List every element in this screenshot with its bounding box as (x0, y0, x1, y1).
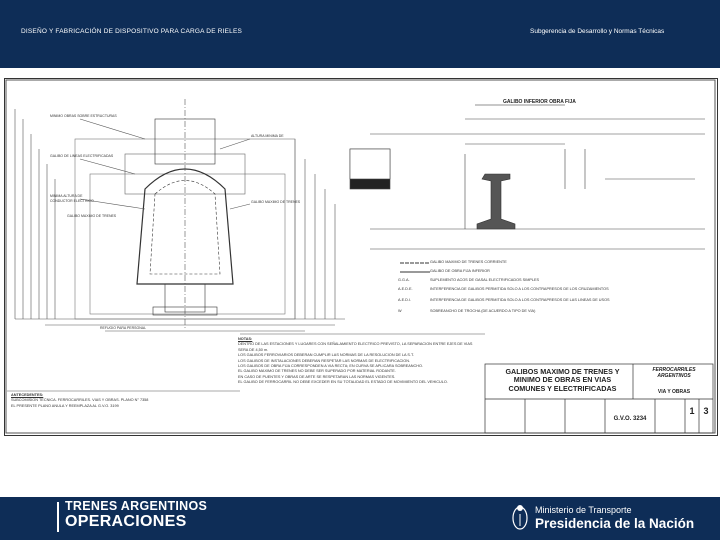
footer-strip (0, 497, 720, 509)
notes-block: NOTAS: DENTRO DE LAS ESTACIONES Y LUGARE… (238, 337, 483, 386)
legend-row: GALIBO MAXIMO DE TRENES CORRIENTE (430, 260, 507, 264)
note-item: LOS GALIBOS FERROVIARIOS DEBERAN CUMPLIR… (238, 353, 414, 358)
plan-title-line: COMUNES Y ELECTRIFICADAS (508, 383, 617, 393)
note-item: EL GALIBO MAXIMO DE TRENES NO DEBE SER S… (238, 369, 396, 374)
antecedents-title: ANTECEDENTES: (11, 393, 44, 397)
svg-text:MINIMA ALTURA DE: MINIMA ALTURA DE (50, 194, 83, 198)
note-item: LOS GALIBOS DE INSTALACIONES DEBERAN RES… (238, 358, 411, 363)
legend-list: GALIBO MAXIMO DE TRENES CORRIENTE GALIBO… (398, 260, 628, 318)
svg-text:CONDUCTOR ELECTRICO: CONDUCTOR ELECTRICO (50, 199, 94, 203)
ministry-name: Ministerio de Transporte (535, 505, 632, 515)
footer-bar (0, 507, 720, 540)
note-item: LOS GALIBOS DE OBRA FIJA CORRESPONDEN A … (238, 364, 424, 369)
document-title: DISEÑO Y FABRICACIÓN DE DISPOSITIVO PARA… (21, 28, 243, 35)
antecedents-block: ANTECEDENTES: SUBCOMISION TECNICA. FERRO… (11, 393, 237, 409)
note-item: EN CASO DE PUENTES Y OBRAS DE ARTE SE RE… (238, 374, 396, 379)
antecedent-item: EL PRESENTE PLANO ANULA Y REEMPLAZA AL G… (11, 403, 119, 408)
notes-title: NOTAS: (238, 337, 253, 341)
drawing-canvas: MINIMO OBRAS SOBRE ESTRUCTURAS GALIBO DE… (5, 79, 716, 434)
svg-text:GALIBO MAXIMO DE TRENES: GALIBO MAXIMO DE TRENES (67, 214, 117, 218)
brand-line-2: OPERACIONES (65, 513, 187, 530)
legend-row: A.E.D.I.INTERFERENCIA DE GALIBOS PERMITI… (398, 298, 610, 302)
company-name: FERROCARRILES ARGENTINOS (652, 367, 696, 379)
title-block-frame (484, 363, 714, 434)
legend-row: G.G.A.SUPLEMENTO ACOS DE GASAL ELECTRIFI… (398, 278, 540, 282)
right-detail-drawing (349, 118, 705, 250)
plan-title-line: MINIMO DE OBRAS EN VIAS (513, 375, 612, 385)
presidency-name: Presidencia de la Nación (535, 516, 695, 531)
detail-title: GALIBO INFERIOR OBRA FIJA (503, 99, 576, 105)
sheet-number: 1 (689, 406, 695, 416)
plan-title: GALIBOS MAXIMO DE TRENES Y MINIMO DE OBR… (495, 367, 630, 393)
svg-text:REFUGIO PARA PERSONAL: REFUGIO PARA PERSONAL (100, 326, 146, 330)
sheet-total: 3 (703, 406, 709, 416)
note-item: EL GALIBO DE FERROCARRIL NO DEBE EXCEDER… (238, 380, 448, 385)
svg-text:GALIBO MAXIMO DE TRENES: GALIBO MAXIMO DE TRENES (251, 200, 301, 204)
svg-text:MINIMO OBRAS SOBRE ESTRUCTURAS: MINIMO OBRAS SOBRE ESTRUCTURAS (50, 114, 117, 118)
national-seal-icon (512, 505, 528, 530)
plan-title-line: GALIBOS MAXIMO DE TRENES Y (505, 367, 620, 376)
header-bar: DISEÑO Y FABRICACIÓN DE DISPOSITIVO PARA… (0, 0, 720, 68)
department-title: Subgerencia de Desarrollo y Normas Técni… (530, 28, 665, 35)
department-name: VIA Y OBRAS (657, 389, 691, 395)
legend-row: A.E.D.E.INTERFERENCIA DE GALIBOS PERMITI… (398, 287, 609, 291)
note-item: DENTRO DE LAS ESTACIONES Y LUGARES CON S… (238, 342, 473, 352)
brand-divider (57, 502, 59, 532)
antecedent-item: SUBCOMISION TECNICA. FERROCARRILES. VIAS… (11, 398, 149, 403)
legend-block (400, 262, 430, 273)
legend-row: GALIBO DE OBRA FIJA INFERIOR (430, 269, 490, 273)
left-annotations: MINIMO OBRAS SOBRE ESTRUCTURAS GALIBO DE… (50, 114, 301, 330)
plan-number: G.V.O. 3234 (613, 416, 647, 422)
brand-line-1: TRENES ARGENTINOS (65, 499, 208, 513)
svg-text:GALIBO DE LINEAS ELECTRIFICADA: GALIBO DE LINEAS ELECTRIFICADAS (50, 154, 114, 158)
left-gauge-drawing (14, 99, 345, 332)
svg-text:ALTURA MINIMA DE: ALTURA MINIMA DE (251, 134, 284, 138)
technical-drawing: MINIMO OBRAS SOBRE ESTRUCTURAS GALIBO DE… (4, 78, 718, 436)
